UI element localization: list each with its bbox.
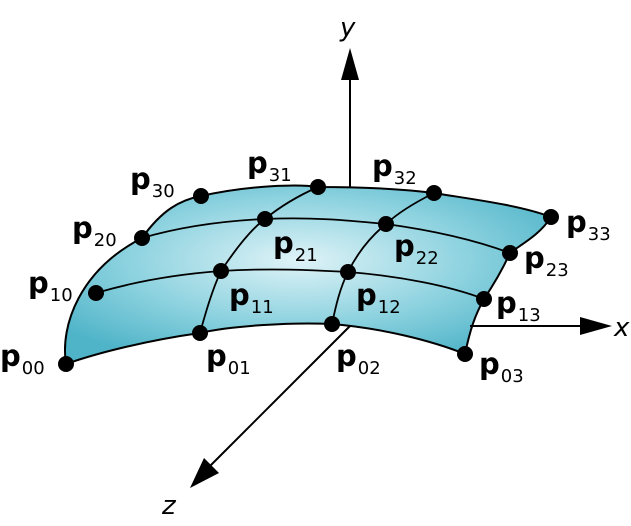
label-subscript: 20	[94, 230, 117, 251]
label-letter: p	[372, 149, 393, 183]
label-letter: p	[479, 347, 500, 381]
control-point-p13: p13	[476, 286, 541, 326]
label-letter: p	[72, 211, 93, 245]
control-point-p00: p00	[0, 339, 74, 379]
z-axis-arrowhead	[190, 458, 219, 488]
y-axis-label: y	[339, 13, 356, 43]
label-subscript: 23	[546, 260, 569, 281]
label-subscript: 01	[228, 358, 251, 379]
control-point-dot	[426, 185, 442, 201]
control-point-p21: p21	[257, 211, 318, 266]
label-letter: p	[566, 205, 587, 239]
control-point-dot	[88, 285, 104, 301]
control-point-label: p31	[247, 146, 292, 186]
label-subscript: 22	[416, 248, 439, 269]
control-point-p20: p20	[72, 211, 150, 251]
label-subscript: 11	[251, 297, 274, 318]
label-letter: p	[336, 339, 357, 373]
control-point-label: p22	[394, 229, 439, 269]
control-point-p31: p31	[247, 146, 326, 195]
grid-col-1	[199, 186, 319, 334]
label-subscript: 33	[588, 224, 611, 245]
control-point-label: p20	[72, 211, 117, 251]
control-point-p02: p02	[324, 316, 381, 379]
control-point-dot	[502, 245, 518, 261]
control-point-label: p01	[206, 339, 251, 379]
control-point-p01: p01	[192, 325, 251, 379]
label-subscript: 03	[501, 366, 524, 387]
control-point-dot	[58, 356, 74, 372]
control-point-dot	[213, 263, 229, 279]
label-subscript: 13	[518, 305, 541, 326]
label-letter: p	[229, 278, 250, 312]
label-subscript: 10	[50, 285, 73, 306]
label-subscript: 32	[394, 168, 417, 189]
label-letter: p	[524, 241, 545, 275]
label-letter: p	[206, 339, 227, 373]
y-axis-arrowhead	[341, 48, 359, 80]
control-point-dot	[457, 346, 473, 362]
label-letter: p	[0, 339, 21, 373]
grid-row-1	[95, 268, 485, 300]
x-axis: x	[470, 313, 630, 343]
control-point-dot	[476, 291, 492, 307]
label-subscript: 12	[378, 297, 401, 318]
label-letter: p	[247, 146, 268, 180]
label-letter: p	[130, 162, 151, 196]
z-axis-label: z	[161, 491, 177, 521]
label-letter: p	[496, 286, 517, 320]
control-point-p22: p22	[378, 216, 439, 269]
label-subscript: 02	[358, 358, 381, 379]
control-point-label: p23	[524, 241, 569, 281]
label-subscript: 31	[269, 165, 292, 186]
control-point-dot	[324, 316, 340, 332]
control-point-label: p10	[28, 266, 73, 306]
label-letter: p	[28, 266, 49, 300]
grid-col-2	[331, 192, 435, 325]
control-point-p10: p10	[28, 266, 104, 306]
control-point-label: p33	[566, 205, 611, 245]
label-subscript: 00	[22, 358, 45, 379]
control-point-label: p32	[372, 149, 417, 189]
control-point-label: p12	[356, 278, 401, 318]
control-point-label: p02	[336, 339, 381, 379]
control-point-label: p11	[229, 278, 274, 318]
control-point-p23: p23	[502, 241, 569, 281]
control-point-p33: p33	[543, 205, 611, 245]
control-point-label: p00	[0, 339, 45, 379]
grid-row-2	[141, 217, 511, 254]
label-subscript: 21	[295, 245, 318, 266]
label-letter: p	[356, 278, 377, 312]
label-letter: p	[394, 229, 415, 263]
control-point-label: p30	[130, 162, 175, 202]
control-point-dot	[378, 216, 394, 232]
z-axis: z	[161, 325, 351, 521]
control-point-label: p03	[479, 347, 524, 387]
y-axis: y	[339, 13, 359, 189]
control-point-dot	[193, 188, 209, 204]
x-axis-label: x	[613, 313, 630, 343]
control-point-dot	[134, 230, 150, 246]
control-point-p11: p11	[213, 263, 274, 318]
control-point-p12: p12	[340, 264, 401, 318]
control-point-p30: p30	[130, 162, 209, 204]
control-point-label: p21	[273, 226, 318, 266]
control-point-label: p13	[496, 286, 541, 326]
control-point-dot	[257, 211, 273, 227]
label-subscript: 30	[152, 181, 175, 202]
surface-grid	[95, 186, 511, 334]
control-point-dot	[340, 264, 356, 280]
x-axis-arrowhead	[580, 317, 612, 335]
control-point-dot	[192, 325, 208, 341]
surface-patch	[64, 184, 552, 365]
control-point-dot	[310, 179, 326, 195]
control-point-p32: p32	[372, 149, 442, 201]
control-point-dot	[543, 209, 559, 225]
control-point-p03: p03	[457, 346, 524, 387]
label-letter: p	[273, 226, 294, 260]
